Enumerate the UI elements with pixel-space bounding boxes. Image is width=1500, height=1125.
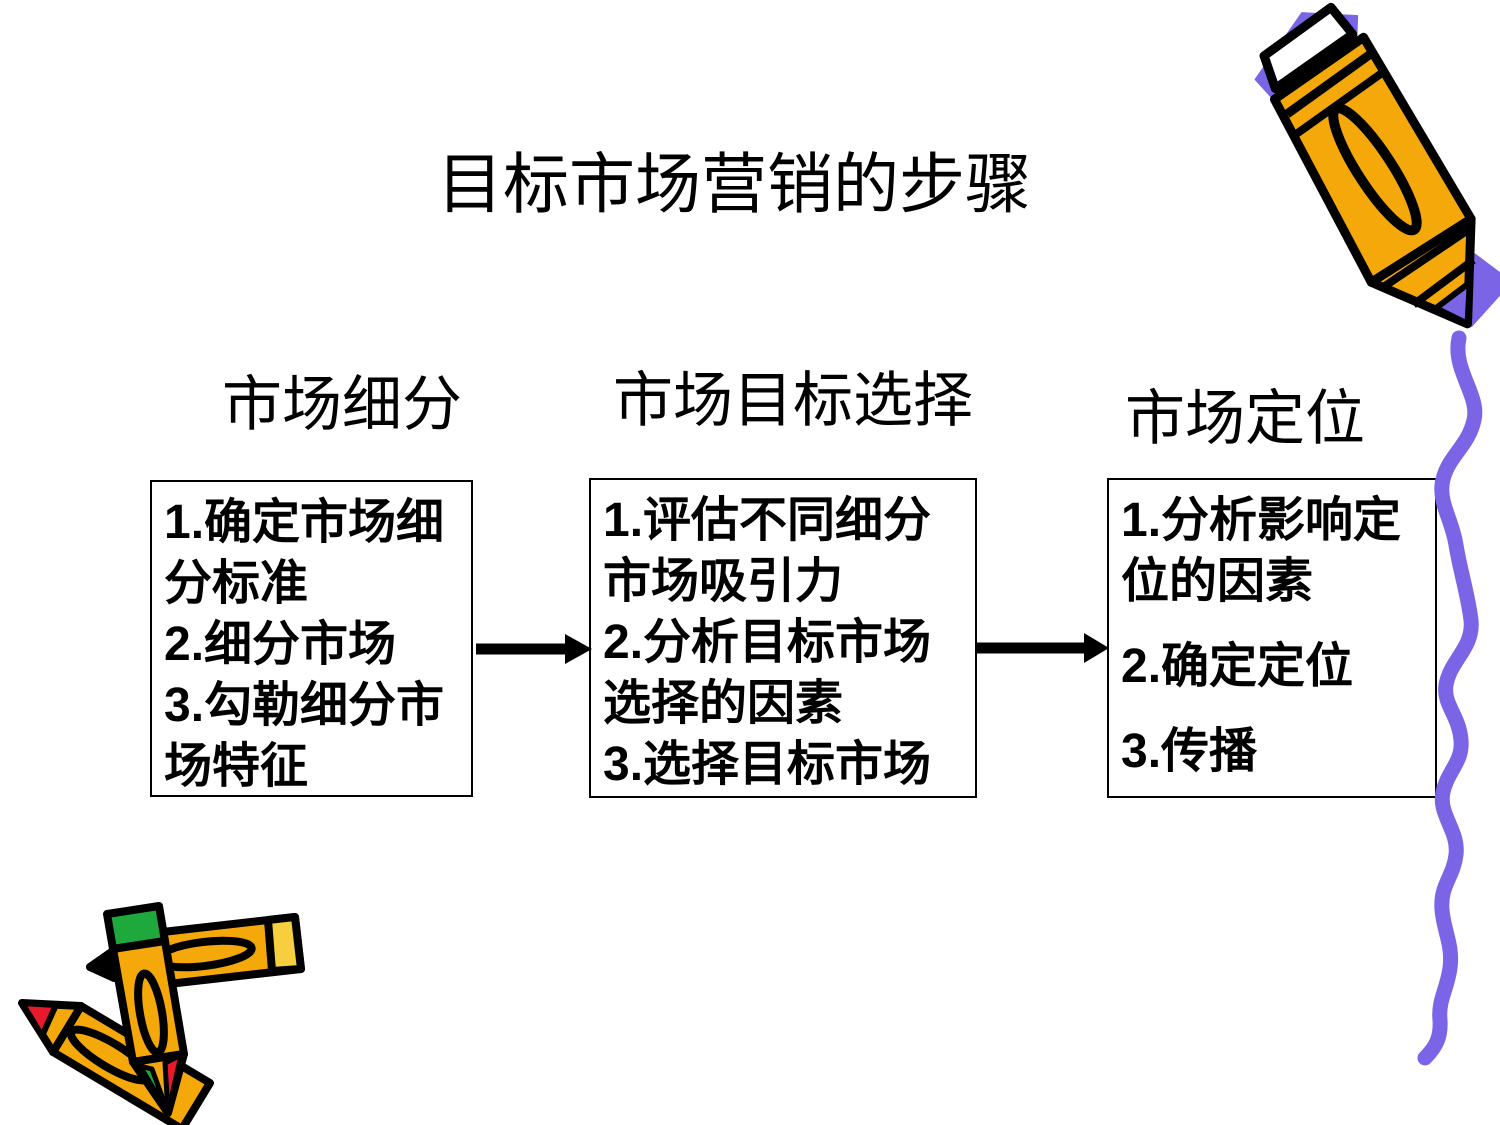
- item-number: 3.: [1121, 725, 1162, 778]
- item-text: 传播: [1161, 725, 1258, 778]
- column-header-targeting: 市场目标选择: [613, 368, 973, 434]
- item-number: 2.: [164, 618, 205, 671]
- box-item: 2.细分市场: [164, 614, 465, 675]
- box-item: 3.选择目标市场: [603, 734, 969, 795]
- item-text: 分析目标市场 选择的因素: [603, 616, 932, 730]
- slide-title: 目标市场营销的步骤: [437, 149, 1031, 222]
- column-header-positioning: 市场定位: [1125, 386, 1365, 452]
- step-box-positioning: 1.分析影响定 位的因素 2.确定定位 3.传播: [1107, 478, 1437, 798]
- column-header-segmentation: 市场细分: [222, 372, 462, 438]
- item-number: 3.: [603, 738, 644, 791]
- item-text: 评估不同细分 市场吸引力: [603, 494, 932, 608]
- squiggle-line: [1417, 330, 1483, 1066]
- box-item: 2.分析目标市场 选择的因素: [603, 612, 969, 734]
- item-text: 确定定位: [1161, 640, 1354, 693]
- box-item: 3.勾勒细分市 场特征: [164, 675, 465, 795]
- item-number: 1.: [164, 496, 205, 549]
- flow-arrow-1: [476, 634, 592, 664]
- item-text: 勾勒细分市 场特征: [164, 679, 445, 793]
- item-number: 1.: [603, 494, 644, 547]
- item-text: 确定市场细 分标准: [164, 496, 445, 610]
- item-text: 细分市场: [204, 618, 397, 671]
- flow-arrow-2: [977, 633, 1109, 663]
- box-item: 1.确定市场细 分标准: [164, 492, 465, 614]
- item-number: 1.: [1121, 494, 1162, 547]
- box-item: 3.传播: [1121, 721, 1429, 782]
- pencil-icon: [1254, 2, 1500, 329]
- crayons-icon: [18, 902, 305, 1125]
- box-item: 1.评估不同细分 市场吸引力: [603, 490, 969, 612]
- item-number: 2.: [1121, 640, 1162, 693]
- item-number: 3.: [164, 679, 205, 732]
- item-text: 选择目标市场: [643, 738, 932, 791]
- item-number: 2.: [603, 616, 644, 669]
- item-text: 分析影响定 位的因素: [1121, 494, 1402, 608]
- box-item: 2.确定定位: [1121, 636, 1429, 697]
- box-item: 1.分析影响定 位的因素: [1121, 490, 1429, 612]
